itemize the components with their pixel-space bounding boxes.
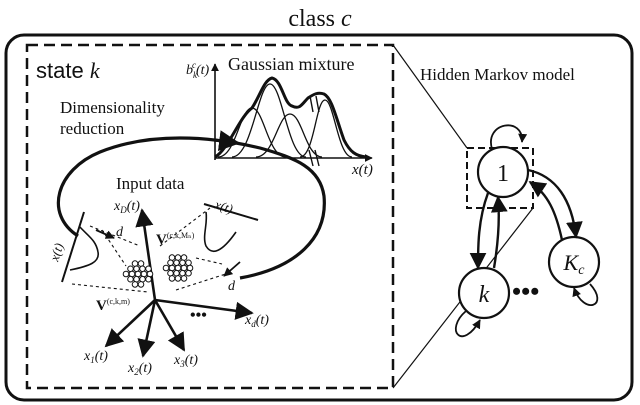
gmm-y-label: bkc(t) (186, 60, 210, 80)
hmm-node-Kc-label: Kc (563, 250, 586, 278)
gaussian-component (299, 99, 353, 158)
axis-break (308, 149, 320, 167)
hmm-node-k-label: k (479, 282, 490, 308)
reduction-arrow-head (213, 130, 241, 152)
data-point (168, 275, 176, 282)
label-xd: xd(t) (244, 313, 269, 329)
label-x3: x3(t) (173, 353, 198, 369)
right-projection-gaussian (203, 211, 237, 253)
gaussian-mixture-plot: bkc(t) Gaussian mixture x(t) (186, 54, 373, 178)
data-cluster-left (122, 260, 154, 288)
curve-break (309, 95, 320, 113)
hmm-edge-k-to-1 (490, 195, 508, 269)
label-x2: x2(t) (127, 361, 152, 377)
hmm-self-loop-Kc (572, 283, 599, 306)
state-label: state k (36, 58, 101, 83)
hmm-edge-Kc-to-1 (528, 181, 564, 241)
V-right-label: V(c,k,Mₙ) (156, 231, 195, 248)
left-projection-label: x(t) (46, 241, 66, 264)
axis-x1 (104, 299, 156, 348)
input-data-group: Input data xD(t) xd(t) x1(t) x2(t) x3(t)… (46, 174, 269, 377)
data-point (180, 275, 188, 282)
hmm-group: Hidden Markov model 1 k Kc ••• (420, 65, 601, 338)
gmm-title: Gaussian mixture (228, 54, 354, 74)
hmm-edge-1-to-Kc (527, 168, 583, 239)
right-d-label: d (228, 279, 236, 294)
hmm-self-loop-1 (490, 124, 528, 150)
data-cluster-right (162, 254, 194, 282)
gaussian-component (255, 113, 323, 158)
hmm-ellipsis: ••• (512, 277, 539, 306)
hmm-title: Hidden Markov model (420, 65, 575, 84)
left-projection-gaussian (69, 225, 99, 271)
right-projection-axis (203, 203, 259, 221)
gaussian-component (231, 83, 307, 158)
label-x1: x1(t) (83, 349, 108, 365)
gaussian-component (217, 107, 287, 158)
data-point (127, 275, 134, 283)
right-projection-dashes (159, 207, 233, 291)
hmm-node-1-label: 1 (497, 161, 509, 187)
dim-reduction-line1: Dimensionality (60, 98, 165, 117)
gmm-x-label: x(t) (351, 162, 373, 178)
dim-reduction-line2: reduction (60, 119, 125, 138)
V-left-label: V(c,k,m) (96, 297, 130, 314)
data-point (137, 281, 145, 288)
hmm-self-loop-k (455, 310, 481, 338)
right-d-arrow (223, 261, 241, 277)
axis-xD (135, 208, 157, 301)
reduction-loop-curve (56, 136, 326, 280)
axis-x3 (153, 299, 186, 352)
data-point (122, 270, 130, 278)
data-point (145, 275, 152, 283)
data-point (131, 281, 139, 288)
data-point (174, 275, 182, 282)
zoom-line-top (392, 44, 468, 149)
label-xD: xD(t) (113, 199, 140, 215)
axis-xd (154, 298, 254, 320)
right-projection-label: x(t) (212, 196, 235, 216)
axis-x2 (137, 299, 157, 358)
state-box (25, 43, 395, 390)
data-point (185, 269, 192, 277)
class-title: class c (288, 6, 352, 32)
left-projection-axis (61, 211, 85, 283)
gaussian-mixture-envelope (214, 76, 367, 159)
data-point (162, 264, 170, 272)
left-d-label: d (116, 225, 124, 240)
left-d-arrow (95, 229, 115, 239)
axis-ellipsis: ••• (190, 307, 207, 324)
input-data-title: Input data (116, 174, 185, 193)
class-frame (4, 33, 634, 402)
hmm-edge-1-to-k (469, 192, 490, 270)
